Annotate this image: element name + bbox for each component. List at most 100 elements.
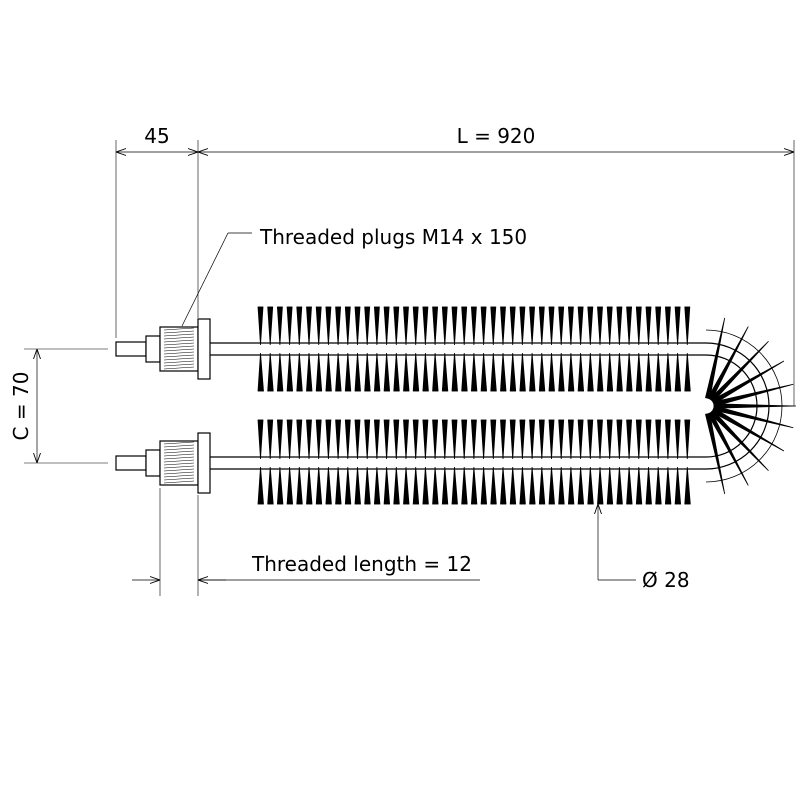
fin <box>354 352 361 392</box>
bend-fin <box>711 407 785 452</box>
thread-line <box>163 360 195 364</box>
bend-fin <box>711 360 785 405</box>
fin <box>412 419 419 460</box>
fin <box>306 306 312 346</box>
fin <box>587 466 594 505</box>
heating-tube <box>210 342 770 470</box>
fin <box>626 352 633 392</box>
fin <box>664 306 671 346</box>
fin <box>461 352 468 392</box>
fin <box>538 352 546 392</box>
fin <box>509 352 517 392</box>
fin <box>286 352 294 392</box>
fin <box>674 352 682 392</box>
diameter-label: Ø 28 <box>642 568 690 592</box>
fin <box>500 352 507 392</box>
fin <box>412 306 419 346</box>
fin <box>538 306 545 346</box>
fin <box>393 306 400 346</box>
fin <box>344 352 352 392</box>
fin <box>470 466 478 505</box>
fin <box>635 352 643 392</box>
fin <box>403 306 409 346</box>
fin <box>664 352 672 392</box>
thread-line <box>163 345 195 349</box>
fin <box>432 466 439 505</box>
fin <box>684 352 691 392</box>
fin <box>558 419 565 460</box>
fin <box>645 419 652 460</box>
lower-fins <box>257 419 691 505</box>
fin <box>529 419 536 460</box>
fin <box>684 419 691 460</box>
fin <box>461 466 468 505</box>
fin <box>422 306 429 346</box>
upper-terminal-nut <box>145 335 161 363</box>
fin <box>257 352 264 392</box>
thread-line <box>163 468 195 472</box>
fin <box>335 352 342 392</box>
bend-fin <box>705 412 726 495</box>
dimension-center-distance: C = 70 <box>9 348 108 464</box>
fin <box>548 466 555 505</box>
fin <box>674 466 682 505</box>
fin <box>674 306 681 346</box>
fin <box>257 466 264 505</box>
fin <box>548 419 555 460</box>
fin <box>500 466 507 505</box>
fin <box>645 306 652 346</box>
fin <box>519 466 526 505</box>
fin <box>655 419 662 460</box>
fin <box>412 466 420 505</box>
fin <box>422 466 429 505</box>
fin <box>538 466 546 505</box>
fin <box>626 419 633 460</box>
fin <box>597 352 604 392</box>
fin <box>441 466 449 505</box>
upper-fins <box>257 306 691 392</box>
upper-flange <box>197 318 211 380</box>
fin <box>267 306 274 346</box>
thread-line <box>163 336 195 340</box>
fin <box>364 466 371 505</box>
fin <box>490 306 497 346</box>
fin <box>344 306 351 346</box>
fin <box>626 466 633 505</box>
thread-line <box>163 363 195 367</box>
fin <box>354 466 361 505</box>
thread-line <box>163 459 195 463</box>
fin <box>432 306 439 346</box>
fin <box>451 466 458 505</box>
fin <box>451 419 458 460</box>
fin <box>441 352 449 392</box>
thread-line <box>163 447 195 451</box>
plug-leader: Threaded plugs M14 x 150 <box>181 225 527 327</box>
fin <box>606 352 614 392</box>
fin <box>558 352 565 392</box>
fin <box>403 419 409 460</box>
thread-line <box>163 465 195 469</box>
fin <box>500 419 506 460</box>
fin <box>315 419 322 460</box>
fin <box>490 466 497 505</box>
fin <box>276 352 284 392</box>
upper-terminal-pin <box>115 341 147 357</box>
fin <box>480 306 487 346</box>
fin <box>538 419 545 460</box>
fin <box>606 306 613 346</box>
thread-line <box>163 330 195 334</box>
fin <box>373 419 380 460</box>
thread-line <box>163 339 195 343</box>
fin <box>606 419 613 460</box>
fin <box>684 306 691 346</box>
fin <box>325 466 332 505</box>
fin <box>441 306 448 346</box>
fin <box>558 466 565 505</box>
thread-line <box>163 354 195 358</box>
thread-line <box>163 441 195 445</box>
fin <box>257 419 264 460</box>
fin <box>597 466 604 505</box>
thread-line <box>163 462 195 466</box>
thread-line <box>163 450 195 454</box>
fin <box>432 352 439 392</box>
